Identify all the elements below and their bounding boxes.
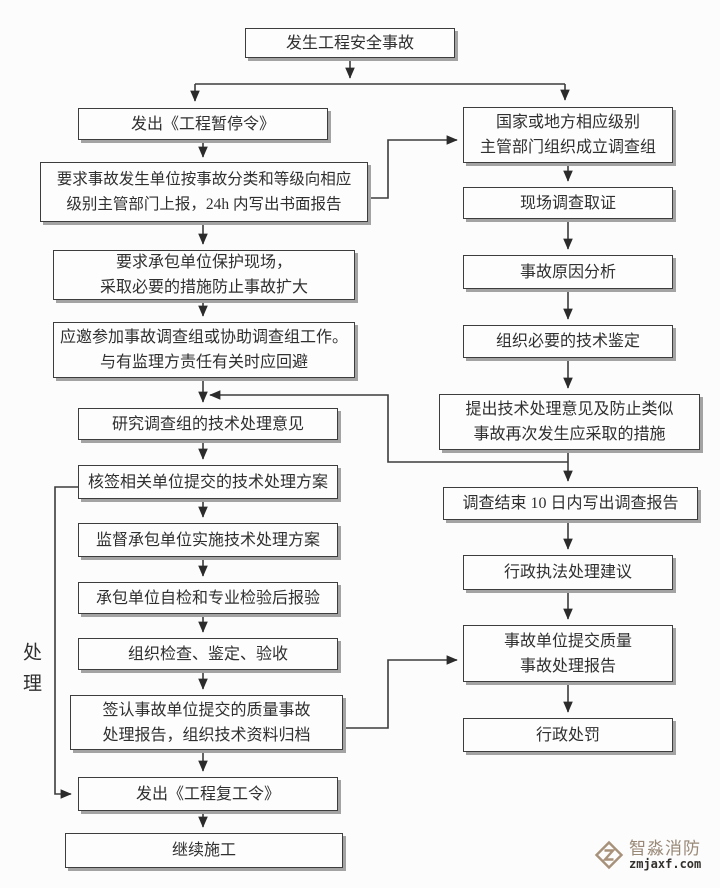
box-line: 事故原因分析	[519, 263, 616, 281]
box-protect-site: 要求承包单位保护现场， 采取必要的措施防止事故扩大	[53, 250, 355, 300]
side-label-handling: 处理	[20, 642, 41, 704]
connector-countersign-to-resume	[54, 486, 78, 799]
box-supervise-implementation: 监督承包单位实施技术处理方案	[78, 523, 338, 557]
box-organize-inspection-acceptance: 组织检查、鉴定、验收	[78, 638, 338, 670]
watermark: 智淼消防 zmjaxf.com	[594, 840, 701, 870]
box-line: 级别主管部门上报，24h 内写出书面报告	[66, 196, 342, 213]
box-line: 组织必要的技术鉴定	[495, 333, 640, 350]
box-report-to-authority-24h: 要求事故发生单位按事故分类和等级向相应 级别主管部门上报，24h 内写出书面报告	[40, 162, 368, 222]
watermark-text: 智淼消防 zmjaxf.com	[629, 840, 701, 870]
connector-sign-to-submit	[343, 655, 458, 729]
box-join-investigation-team: 应邀参加事故调查组或协助调查组工作。 与有监理方责任有关时应回避	[53, 322, 355, 378]
zhimiao-logo-icon	[594, 841, 624, 870]
box-line: 现场调查取证	[519, 194, 616, 212]
connector-measures-to-study	[209, 390, 568, 463]
box-line: 应邀参加事故调查组或协助调查组工作。	[59, 329, 348, 346]
box-line: 发出《工程暂停令》	[130, 115, 275, 133]
watermark-brand: 智淼消防	[629, 839, 701, 858]
box-line: 行政处罚	[535, 726, 600, 744]
box-line: 提出技术处理意见及防止类似	[465, 401, 674, 418]
box-line: 行政执法处理建议	[503, 564, 632, 581]
box-line: 发出《工程复工令》	[135, 785, 280, 803]
box-line: 要求承包单位保护现场，	[115, 254, 292, 271]
connector-report-to-team	[368, 135, 458, 199]
box-line: 组织检查、鉴定、验收	[127, 645, 288, 663]
box-line: 国家或地方相应级别	[495, 114, 640, 131]
box-line: 核签相关单位提交的技术处理方案	[87, 473, 328, 491]
box-line: 监督承包单位实施技术处理方案	[95, 531, 320, 549]
box-line: 签认事故单位提交的质量事故	[102, 701, 311, 719]
watermark-domain: zmjaxf.com	[629, 856, 702, 871]
box-issue-resumption-order: 发出《工程复工令》	[78, 777, 338, 811]
box-line: 继续施工	[171, 842, 236, 859]
box-site-investigation: 现场调查取证	[463, 187, 673, 219]
box-unit-submit-report: 事故单位提交质量 事故处理报告	[463, 625, 673, 682]
box-line: 事故再次发生应采取的措施	[473, 426, 666, 443]
box-line: 发生工程安全事故	[285, 34, 414, 52]
box-line: 承包单位自检和专业检验后报验	[95, 589, 320, 607]
box-line: 调查结束 10 日内写出调查报告	[462, 495, 679, 512]
box-line: 处理报告，组织技术资料归档	[102, 726, 311, 744]
box-line: 主管部门组织成立调查组	[479, 139, 656, 156]
box-accident-occurs: 发生工程安全事故	[245, 28, 455, 58]
box-line: 与有监理方责任有关时应回避	[99, 354, 308, 371]
box-countersign-technical-plan: 核签相关单位提交的技术处理方案	[78, 465, 338, 499]
box-contractor-self-inspection: 承包单位自检和专业检验后报验	[78, 582, 338, 614]
box-issue-suspension-order: 发出《工程暂停令》	[78, 108, 328, 140]
box-propose-measures: 提出技术处理意见及防止类似 事故再次发生应采取的措施	[439, 394, 700, 450]
box-administrative-penalty: 行政处罚	[463, 718, 673, 752]
box-authority-establish-team: 国家或地方相应级别 主管部门组织成立调查组	[463, 107, 673, 163]
box-line: 事故单位提交质量	[503, 632, 632, 650]
box-line: 要求事故发生单位按事故分类和等级向相应	[56, 171, 352, 188]
box-continue-construction: 继续施工	[65, 833, 343, 868]
box-cause-analysis: 事故原因分析	[463, 255, 673, 289]
box-study-technical-opinions: 研究调查组的技术处理意见	[78, 408, 338, 440]
box-line: 事故处理报告	[519, 657, 616, 675]
box-line: 采取必要的措施防止事故扩大	[99, 279, 308, 296]
box-enforcement-suggestion: 行政执法处理建议	[463, 555, 673, 590]
box-technical-appraisal: 组织必要的技术鉴定	[463, 325, 673, 358]
box-investigation-report-10days: 调查结束 10 日内写出调查报告	[443, 487, 698, 520]
box-sign-accident-report-archive: 签认事故单位提交的质量事故 处理报告，组织技术资料归档	[70, 695, 343, 750]
box-line: 研究调查组的技术处理意见	[111, 415, 304, 433]
